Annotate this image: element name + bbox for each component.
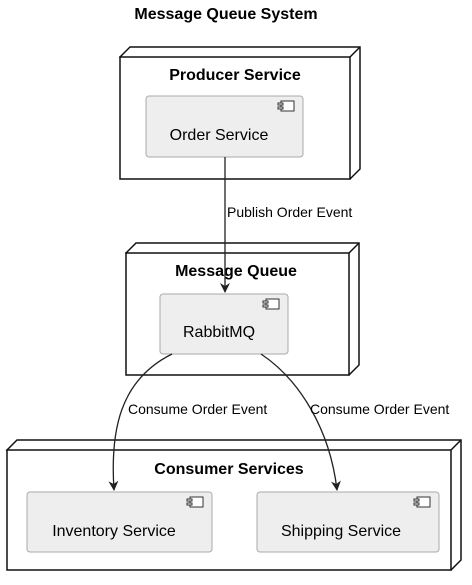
consume-inventory-edge xyxy=(108,353,173,491)
inventory-service-label: Inventory Service xyxy=(52,523,176,540)
producer-service-title: Producer Service xyxy=(169,67,301,84)
inventory-service-component[interactable]: Inventory Service xyxy=(26,491,213,553)
uml-component-icon xyxy=(186,496,204,508)
order-service-component[interactable]: Order Service xyxy=(145,95,304,158)
consume-shipping-edge xyxy=(260,353,341,491)
publish-edge-label: Publish Order Event xyxy=(227,204,352,220)
message-queue-title: Message Queue xyxy=(175,263,297,280)
uml-component-icon xyxy=(413,496,431,508)
shipping-service-component[interactable]: Shipping Service xyxy=(256,491,440,553)
uml-component-icon xyxy=(277,100,295,112)
order-service-label: Order Service xyxy=(170,127,269,144)
rabbitmq-component[interactable]: RabbitMQ xyxy=(159,293,289,355)
rabbitmq-label: RabbitMQ xyxy=(183,324,255,341)
consumer-services-title: Consumer Services xyxy=(154,461,304,478)
shipping-service-label: Shipping Service xyxy=(281,523,401,540)
consume-inventory-edge-label: Consume Order Event xyxy=(128,401,267,417)
consume-shipping-edge-label: Consume Order Event xyxy=(310,401,449,417)
diagram-title: Message Queue System xyxy=(134,6,317,23)
uml-component-icon xyxy=(262,298,280,310)
